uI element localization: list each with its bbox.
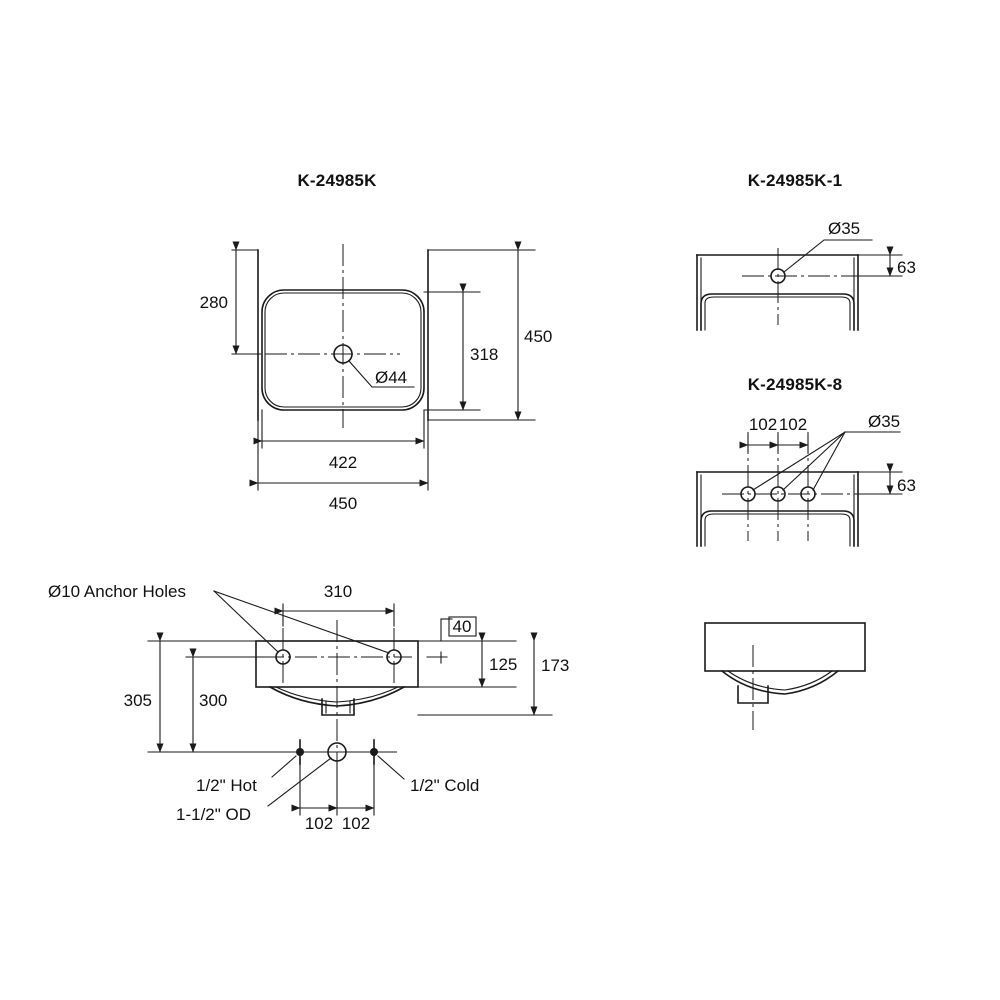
plan-450-depth-label: 450 <box>524 327 552 346</box>
back-view-1-group: Ø35 63 <box>696 219 916 331</box>
elev-cold-supply-label: 1/2" Cold <box>410 776 479 795</box>
bv8-63-label: 63 <box>897 476 916 495</box>
bv1-63-label: 63 <box>897 258 916 277</box>
plan-view-group: Ø44 280 318 450 422 450 <box>200 241 552 513</box>
elev-125-label: 125 <box>489 655 517 674</box>
side-elev-bowl-underside <box>720 669 840 695</box>
bv1-faucet-hole <box>770 268 786 284</box>
side-elev-body-outline <box>704 622 866 672</box>
bv8-faucet-hole-right <box>800 486 816 502</box>
bv8-102-right-label: 102 <box>779 415 807 434</box>
plan-view-title: K-24985K <box>297 171 377 190</box>
bv8-hole-leader-right <box>812 431 846 491</box>
elev-40-box <box>448 616 477 637</box>
plan-318-label: 318 <box>470 345 498 364</box>
elev-anchor-hole-left <box>275 649 291 665</box>
plan-450-width-label: 450 <box>329 494 357 513</box>
bv8-hole-leader-left <box>752 431 901 491</box>
elev-cold-leader <box>377 755 405 780</box>
plan-faucet-hole <box>333 344 353 364</box>
elev-305-label: 305 <box>124 691 152 710</box>
elev-anchor-leader-left <box>213 590 279 653</box>
plan-faucet-hole-label: Ø44 <box>375 368 407 387</box>
bv8-faucet-hole-left <box>740 486 756 502</box>
elev-drain-stub <box>321 698 355 716</box>
elev-anchor-leader-right <box>213 590 390 654</box>
elev-310-label: 310 <box>324 582 352 601</box>
side-elev-drain-stub <box>737 685 769 704</box>
bv8-faucet-hole-center <box>770 486 786 502</box>
elev-hot-leader <box>271 755 297 778</box>
back-view-1-title: K-24985K-1 <box>748 171 843 190</box>
plan-280-label: 280 <box>200 293 228 312</box>
bv1-hole-leader <box>783 239 873 273</box>
side-elevation-group <box>704 622 866 730</box>
elev-hot-supply-label: 1/2" Hot <box>196 776 257 795</box>
side-elev-bowl-underside-inner <box>727 670 833 691</box>
bv8-hole-leader-center <box>782 431 846 491</box>
elev-anchor-hole-right <box>386 649 402 665</box>
bv1-hole-label: Ø35 <box>828 219 860 238</box>
elev-300-label: 300 <box>199 691 227 710</box>
elev-40-label: 40 <box>453 617 472 636</box>
plan-faucet-hole-leader <box>348 360 415 388</box>
elev-102-left-label: 102 <box>305 814 333 833</box>
elev-anchor-holes-note: Ø10 Anchor Holes <box>48 582 186 601</box>
elev-173-label: 173 <box>541 656 569 675</box>
plan-422-label: 422 <box>329 453 357 472</box>
back-view-8-group: Ø35 102 102 63 <box>696 412 916 547</box>
bv8-hole-label: Ø35 <box>868 412 900 431</box>
back-view-8-title: K-24985K-8 <box>748 375 843 394</box>
elev-drain-outlet-label: 1-1/2" OD <box>176 805 251 824</box>
elev-102-right-label: 102 <box>342 814 370 833</box>
front-elevation-group: Ø10 Anchor Holes 310 40 125 173 305 <box>48 582 569 833</box>
bv8-102-left-label: 102 <box>749 415 777 434</box>
